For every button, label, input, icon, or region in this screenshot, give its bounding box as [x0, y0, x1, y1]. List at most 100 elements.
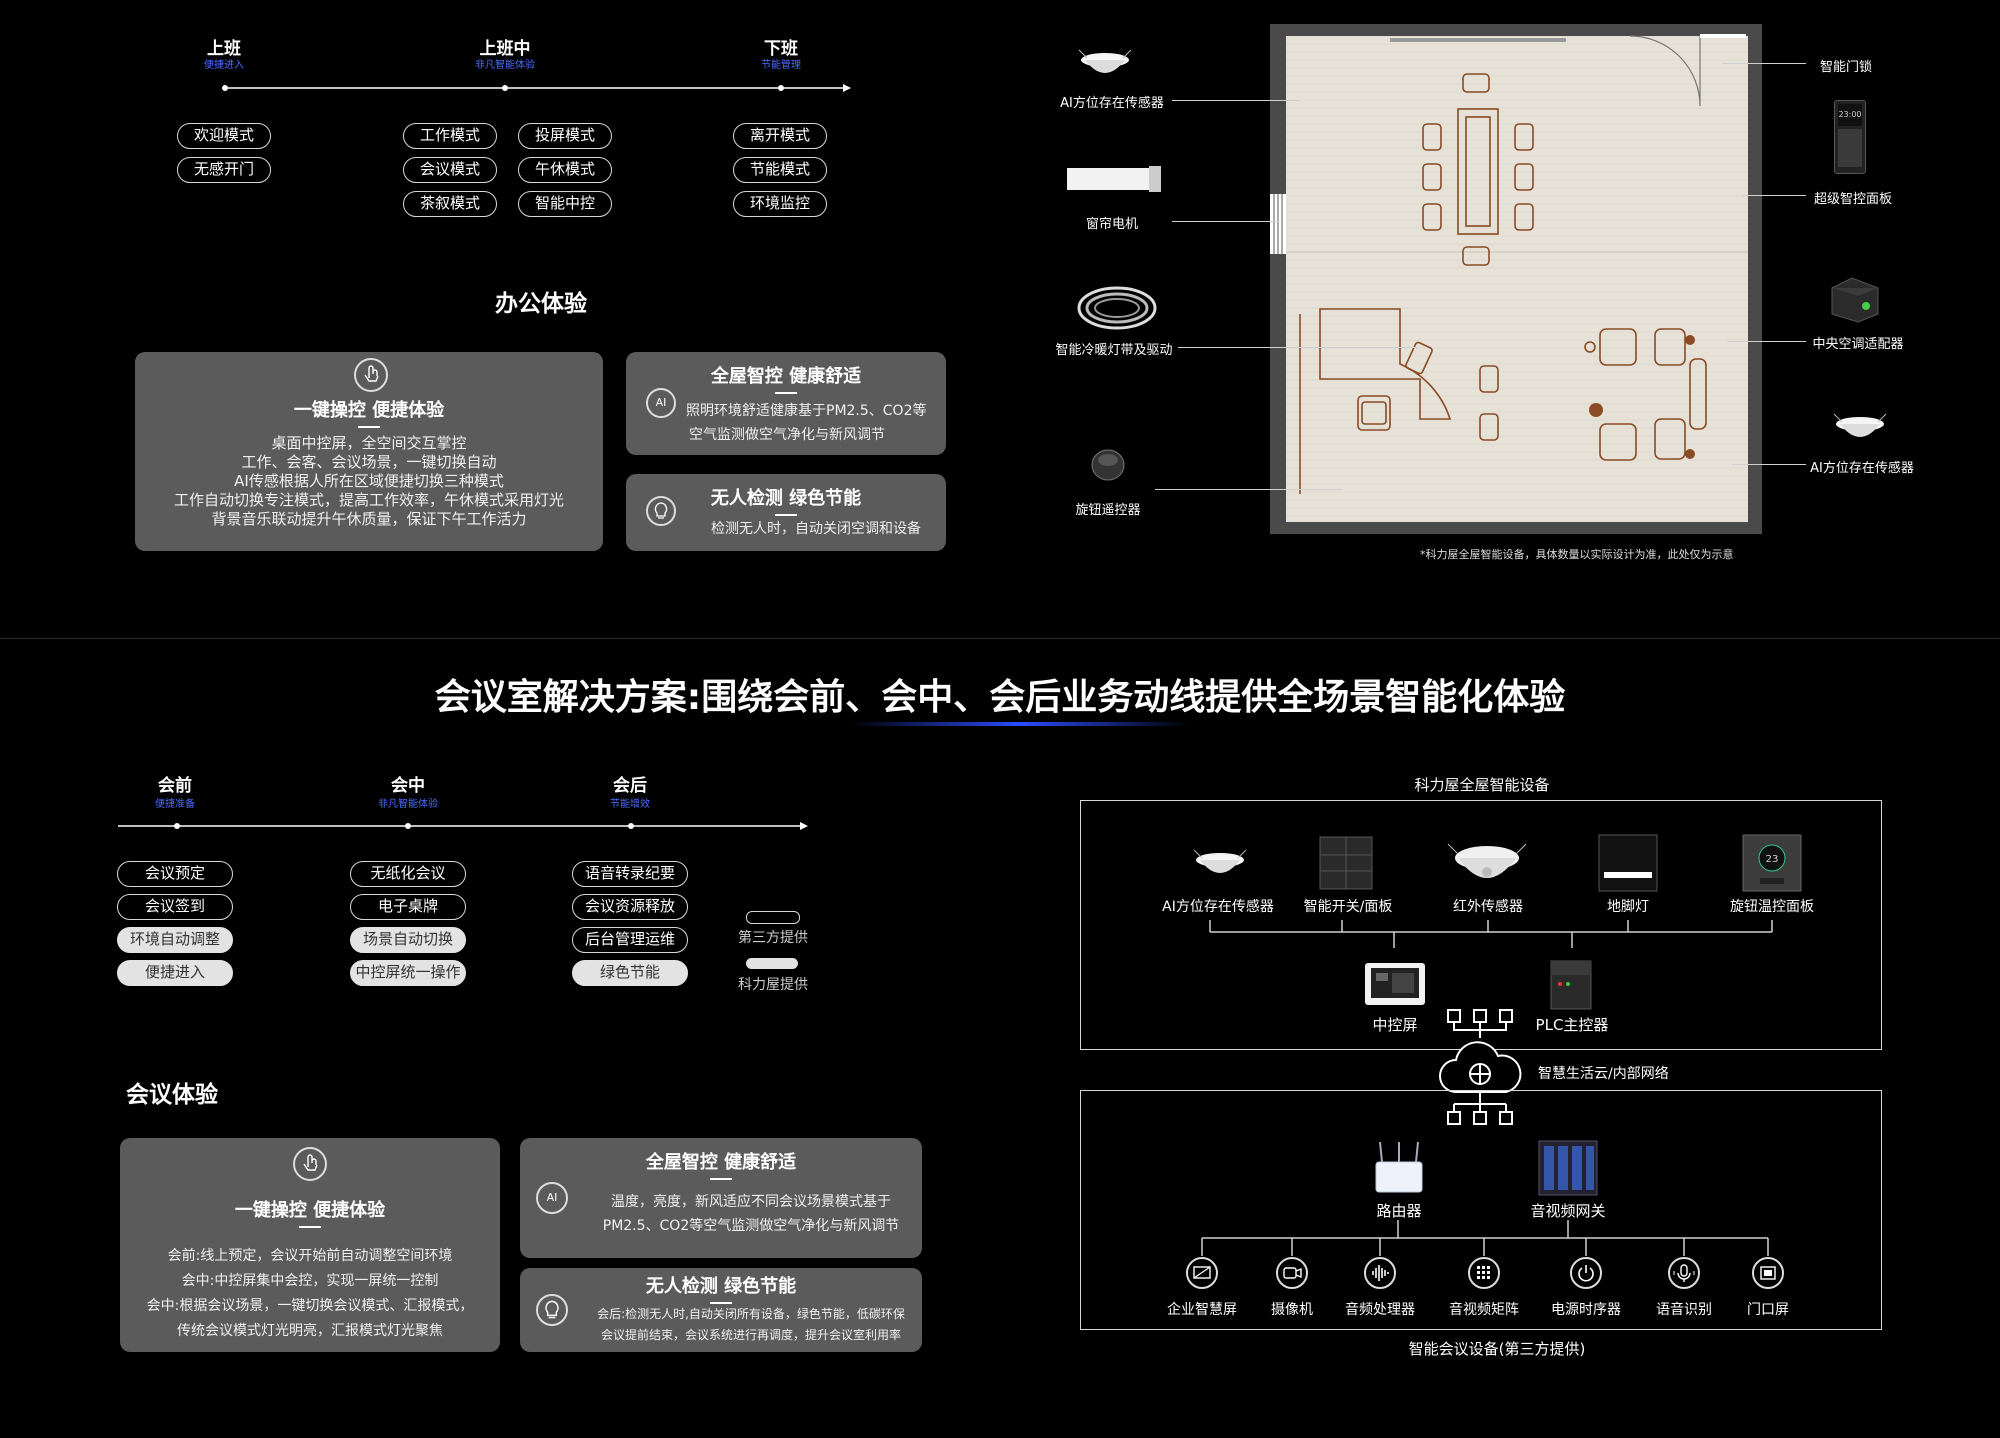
office-card3-body: 检测无人时，自动关闭空调和设备 [711, 521, 921, 537]
legend-kelowu-swatch [746, 958, 798, 969]
office-card2-title: 全屋智控 健康舒适 [626, 362, 946, 394]
meeting-phase-2-title: 会中 [391, 776, 425, 796]
office-card1-title: 一键操控 便捷体验 [135, 396, 603, 428]
top-bus-lines [1209, 920, 1773, 948]
pill-work-mode[interactable]: 工作模式 [403, 123, 497, 149]
smart-switch-icon [1319, 836, 1373, 890]
legend-third-party-swatch [746, 911, 800, 924]
smart-panel-icon: 23:00 [1834, 100, 1866, 174]
leader-line [1172, 221, 1279, 222]
meeting-card1-title: 一键操控 便捷体验 [120, 1196, 500, 1228]
label-central-screen: 中控屏 [1372, 1016, 1418, 1034]
knob-thermostat-icon: 23 [1742, 834, 1802, 892]
pill-tea-mode[interactable]: 茶叙模式 [403, 191, 497, 217]
office-card1-body: 桌面中控屏，全空间交互掌控 工作、会客、会议场景，一键切换自动 AI传感根据人所… [173, 434, 564, 528]
label-audio-processor: 音频处理器 [1345, 1302, 1415, 1318]
office-card-one-touch: 一键操控 便捷体验 桌面中控屏，全空间交互掌控 工作、会客、会议场景，一键切换自… [135, 352, 603, 551]
door-screen-icon [1752, 1257, 1784, 1289]
pill-smart-control[interactable]: 智能中控 [518, 191, 612, 217]
label-voice-recognition: 语音识别 [1656, 1302, 1712, 1318]
label-ai-sensor-left: AI方位存在传感器 [1060, 96, 1164, 111]
label-knob-thermostat: 旋钮温控面板 [1730, 899, 1814, 915]
pill-energy-mode[interactable]: 节能模式 [733, 157, 827, 183]
pill-easy-entry[interactable]: 便捷进入 [117, 960, 233, 986]
pill-green-energy[interactable]: 绿色节能 [572, 960, 688, 986]
leaf-bulb-icon [646, 496, 676, 526]
touch-hand-icon [354, 358, 388, 392]
meeting-card1-body: 会前:线上预定，会议开始前自动调整空间环境 会中:中控屏集中会控，实现一屏统一控… [146, 1248, 474, 1339]
label-ai-sensor-right: AI方位存在传感器 [1810, 461, 1914, 476]
office-card-energy: 无人检测 绿色节能 检测无人时，自动关闭空调和设备 [626, 474, 946, 551]
meeting-timeline [118, 822, 808, 830]
pill-cast-mode[interactable]: 投屏模式 [518, 123, 612, 149]
label-power-sequencer: 电源时序器 [1551, 1302, 1621, 1318]
pill-voice-transcription[interactable]: 语音转录纪要 [572, 861, 688, 887]
label-foot-light: 地脚灯 [1607, 899, 1649, 915]
meeting-card3-title: 无人检测 绿色节能 [520, 1272, 922, 1304]
label-smart-screen: 企业智慧屏 [1167, 1302, 1237, 1318]
pill-paperless[interactable]: 无纸化会议 [350, 861, 466, 887]
meeting-card-one-touch: 一键操控 便捷体验 会前:线上预定，会议开始前自动调整空间环境 会中:中控屏集中… [120, 1138, 500, 1352]
pill-meeting-mode[interactable]: 会议模式 [403, 157, 497, 183]
office-phase-1-title: 上班 [207, 39, 241, 59]
label-knob-remote: 旋钮遥控器 [1075, 503, 1141, 518]
leader-line [1732, 464, 1806, 465]
foot-light-icon [1598, 834, 1658, 892]
meeting-card3-body: 会后:检测无人时,自动关闭所有设备，绿色节能，低碳环保 会议提前结束，会议系统进… [597, 1307, 905, 1342]
pill-welcome-mode[interactable]: 欢迎模式 [177, 123, 271, 149]
leader-line [1722, 63, 1806, 64]
section-divider [0, 638, 2000, 639]
pill-scene-auto-switch[interactable]: 场景自动切换 [350, 927, 466, 953]
ai-presence-sensor-icon [1193, 849, 1247, 873]
pill-meeting-signin[interactable]: 会议签到 [117, 894, 233, 920]
pill-backend-ops[interactable]: 后台管理运维 [572, 927, 688, 953]
leader-line [1155, 489, 1343, 490]
office-card3-title: 无人检测 绿色节能 [626, 484, 946, 516]
pill-meeting-booking[interactable]: 会议预定 [117, 861, 233, 887]
label-router: 路由器 [1376, 1202, 1422, 1220]
label-cloud: 智慧生活云/内部网络 [1538, 1066, 1669, 1082]
label-curtain-motor: 窗帘电机 [1085, 217, 1139, 232]
bottom-bus-lines [1201, 1220, 1769, 1256]
meeting-phase-1-sub: 便捷准备 [155, 799, 195, 810]
pill-resource-release[interactable]: 会议资源释放 [572, 894, 688, 920]
label-av-matrix: 音视频矩阵 [1449, 1302, 1519, 1318]
label-av-gateway: 音视频网关 [1530, 1202, 1606, 1220]
bottom-device-box [1080, 1090, 1882, 1330]
cloud-network-icon [1439, 1009, 1522, 1125]
label-ac-adapter: 中央空调适配器 [1812, 337, 1904, 352]
pill-nap-mode[interactable]: 午休模式 [518, 157, 612, 183]
ai-presence-sensor-right-icon [1833, 413, 1887, 437]
av-gateway-icon [1538, 1140, 1598, 1196]
headline-underline [850, 722, 1190, 726]
system-top-title: 科力屋全屋智能设备 [1414, 776, 1550, 794]
router-icon [1375, 1141, 1423, 1193]
office-card-health: AI 全屋智控 健康舒适 照明环境舒适健康基于PM2.5、CO2等 空气监测做空… [626, 352, 946, 455]
pill-central-screen-control[interactable]: 中控屏统一操作 [350, 960, 466, 986]
pill-leave-mode[interactable]: 离开模式 [733, 123, 827, 149]
meeting-phase-2-sub: 非凡智能体验 [378, 799, 438, 810]
smart-screen-icon [1186, 1257, 1218, 1289]
office-phase-2-title: 上班中 [479, 39, 531, 59]
knob-remote-icon [1091, 449, 1125, 481]
office-timeline [222, 84, 851, 92]
audio-processor-icon [1364, 1257, 1396, 1289]
pill-e-nameplate[interactable]: 电子桌牌 [350, 894, 466, 920]
meeting-card-energy: 无人检测 绿色节能 会后:检测无人时,自动关闭所有设备，绿色节能，低碳环保 会议… [520, 1268, 922, 1352]
office-phase-3-title: 下班 [764, 39, 798, 59]
pill-env-monitor[interactable]: 环境监控 [733, 191, 827, 217]
meeting-headline: 会议室解决方案:围绕会前、会中、会后业务动线提供全场景智能化体验 [434, 677, 1566, 718]
leaf-bulb-icon [536, 1294, 568, 1326]
pill-env-auto-adjust[interactable]: 环境自动调整 [117, 927, 233, 953]
office-card2-body: 照明环境舒适健康基于PM2.5、CO2等 空气监测做空气净化与新风调节 [686, 403, 927, 443]
camera-icon [1276, 1257, 1308, 1289]
floorplan-note: *科力屋全屋智能设备，具体数量以实际设计为准，此处仅为示意 [1420, 548, 1734, 561]
label-infrared-sensor: 红外传感器 [1453, 899, 1523, 915]
office-section-title: 办公体验 [495, 291, 587, 317]
label-plc: PLC主控器 [1535, 1016, 1609, 1034]
leader-line [1178, 347, 1418, 348]
label-smart-lock: 智能门锁 [1819, 60, 1873, 75]
leader-line [1742, 195, 1806, 196]
label-ai-sensor: AI方位存在传感器 [1162, 899, 1274, 915]
pill-no-touch-door[interactable]: 无感开门 [177, 157, 271, 183]
